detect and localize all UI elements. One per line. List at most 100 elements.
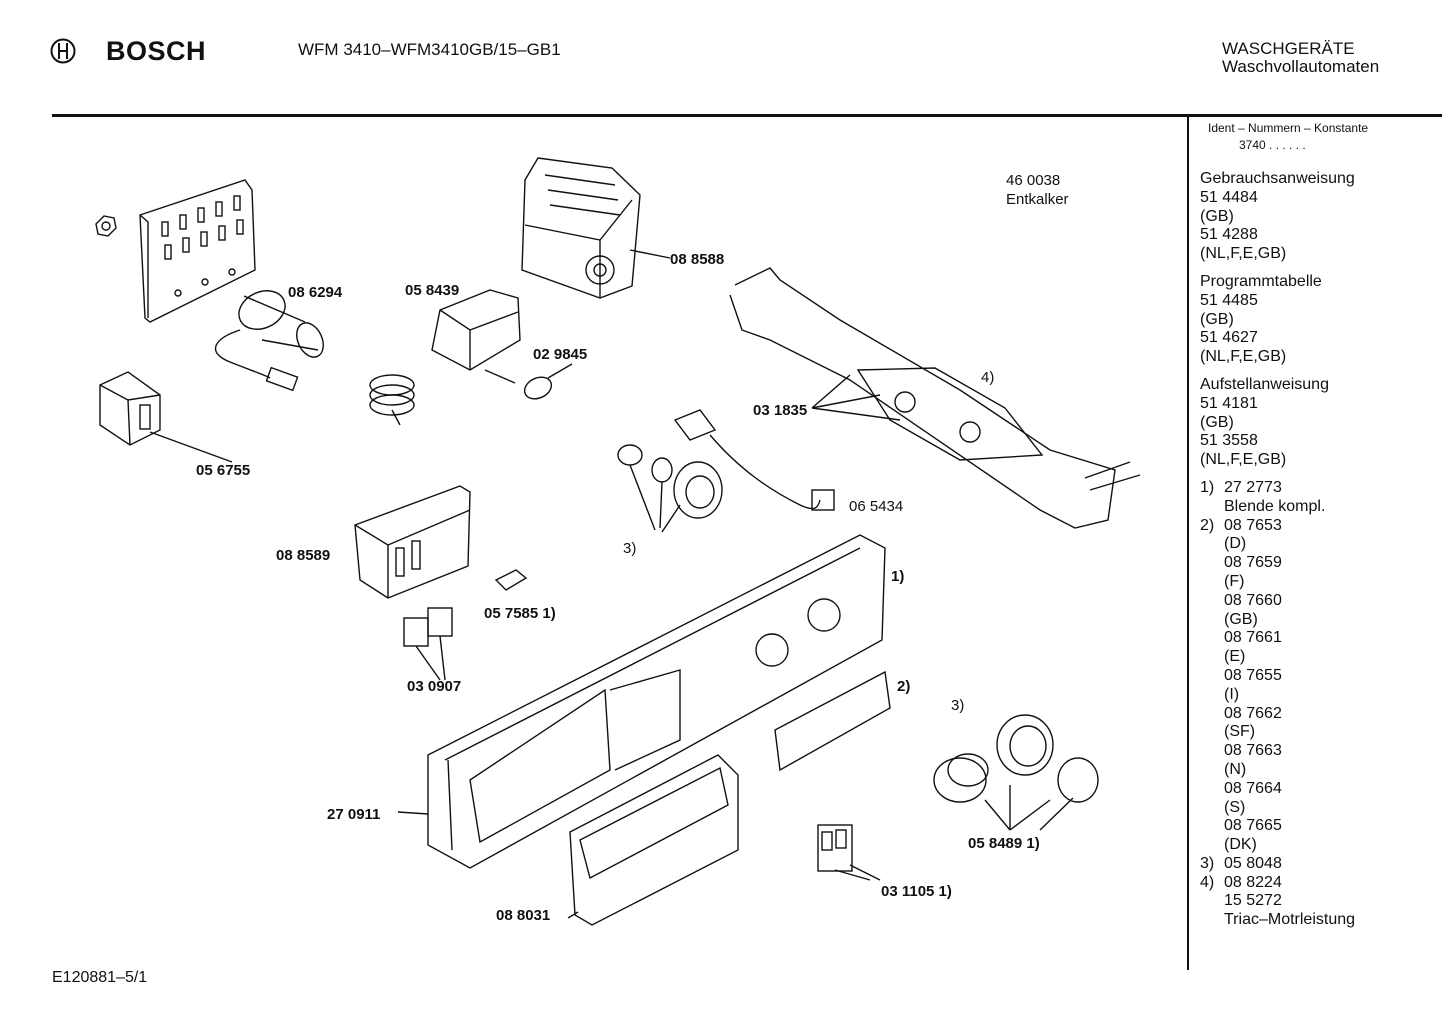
callout-2: 2) [897,678,911,695]
subcategory-title: Waschvollautomaten [1222,57,1380,76]
cable-harness-drawing [673,409,835,511]
list-item: (NL,F,E,GB) [1200,245,1287,263]
list-heading: Aufstellanweisung [1200,375,1329,393]
list-item: 1) 27 2773 [1200,479,1355,498]
list-item: (NL,F,E,GB) [1200,348,1287,366]
list-item: 08 7662 [1224,704,1282,722]
list-item-text: 27 2773 [1224,478,1282,496]
model-title: WFM 3410–WFM3410GB/15–GB1 [298,40,561,59]
part-label-031835: 03 1835 [753,402,808,419]
part-label-270911: 27 0911 [327,806,381,823]
list-item: 4) 08 8224 [1200,874,1355,893]
list-item: (GB) [1224,610,1258,628]
pressure-sensor-drawing [617,444,723,533]
list-spacer [1200,367,1355,376]
part-label-056755: 05 6755 [196,462,251,479]
list-item: Triac–Motrleistung [1224,911,1356,929]
electronic-module-drawing [354,485,471,599]
part-label-058439: 05 8439 [405,282,460,299]
callout-3-sensor: 3) [623,540,637,557]
mounting-bracket-drawing [139,179,256,323]
part-label-029845: 02 9845 [533,346,588,363]
fascia-panel-drawing [427,534,886,869]
transformer-drawing [99,371,161,446]
part-label-entkalker: Entkalker [1006,191,1069,208]
list-item: (GB) [1200,413,1234,431]
part-label-065434: 06 5434 [849,498,904,515]
part-label-030907: 03 0907 [407,678,462,695]
list-item-number: 2) [1200,516,1215,534]
list-item: (N) [1224,760,1247,778]
switch-drawing [817,824,853,872]
part-label-088588: 08 8588 [670,251,725,268]
list-item: (F) [1224,572,1245,590]
list-item: (DK) [1224,836,1257,854]
control-knobs-drawing [933,714,1099,803]
part-label-088589: 08 8589 [276,547,331,564]
list-item: (GB) [1200,310,1234,328]
part-label-460038: 46 0038 [1006,172,1061,189]
list-item: 51 4485 [1200,291,1258,309]
list-spacer [1200,470,1355,479]
list-item-text: 08 7653 [1224,516,1282,534]
list-item: 08 7664 [1224,779,1282,797]
list-item: 08 7661 [1224,629,1282,647]
list-item: (E) [1224,648,1246,666]
list-item: (GB) [1200,207,1234,225]
part-label-031105: 03 1105 1) [881,883,952,900]
list-item: 15 5272 [1224,892,1282,910]
list-item: (D) [1224,535,1247,553]
list-item: 08 7655 [1224,666,1282,684]
callout-3-knob: 3) [951,697,965,714]
category-title: WASCHGERÄTE [1222,39,1355,58]
list-item-number: 4) [1200,873,1215,891]
list-item-number: 1) [1200,478,1215,496]
ident-label: Ident – Nummern – Konstante [1208,121,1369,135]
ident-value: 3740 . . . . . . [1239,138,1306,152]
list-item: 08 7665 [1224,817,1282,835]
list-item: 08 7659 [1224,554,1282,572]
bosch-logo-icon [50,38,76,64]
list-item: 3) 05 8048 [1200,855,1355,874]
list-item-number: 3) [1200,854,1215,872]
sidebar-divider [1187,117,1189,970]
document-code: E120881–5/1 [52,969,148,986]
list-item: (I) [1224,685,1240,703]
brand-name: BOSCH [106,36,207,66]
list-item: 08 7660 [1224,591,1282,609]
list-item: 51 4484 [1200,188,1258,206]
relay-pair-drawing [403,607,453,647]
list-spacer [1200,264,1355,273]
list-item-text: 05 8048 [1224,854,1282,872]
list-item: (SF) [1224,723,1256,741]
nut-drawing [95,215,117,237]
list-item: Blende kompl. [1224,497,1326,515]
list-item: (NL,F,E,GB) [1200,451,1287,469]
list-item: (S) [1224,798,1246,816]
list-item: 51 4627 [1200,329,1258,347]
list-item: 51 3558 [1200,432,1258,450]
list-item: 51 4181 [1200,394,1258,412]
callout-1: 1) [891,568,905,585]
part-label-088031: 08 8031 [496,907,551,924]
control-board-drawing [729,267,1141,529]
list-heading: Gebrauchsanweisung [1200,170,1355,187]
programme-timer-drawing [521,157,641,299]
list-item: 08 7663 [1224,742,1282,760]
exploded-parts-diagram [95,157,1141,926]
clip-drawing [494,569,528,591]
display-panel-drawing [774,670,891,772]
list-heading: Programmtabelle [1200,272,1322,290]
header-divider [52,114,1442,117]
list-item: 2) 08 7653 [1200,517,1355,536]
drawer-handle-drawing [569,754,739,926]
capacitor-drawing [214,290,324,392]
list-item: 51 4288 [1200,226,1258,244]
door-lock-drawing [369,289,521,426]
part-label-086294: 08 6294 [288,284,343,301]
coupling-drawing [523,363,573,400]
part-label-057585: 05 7585 1) [484,605,556,622]
callout-4: 4) [981,369,995,386]
list-item-text: 08 8224 [1224,873,1282,891]
